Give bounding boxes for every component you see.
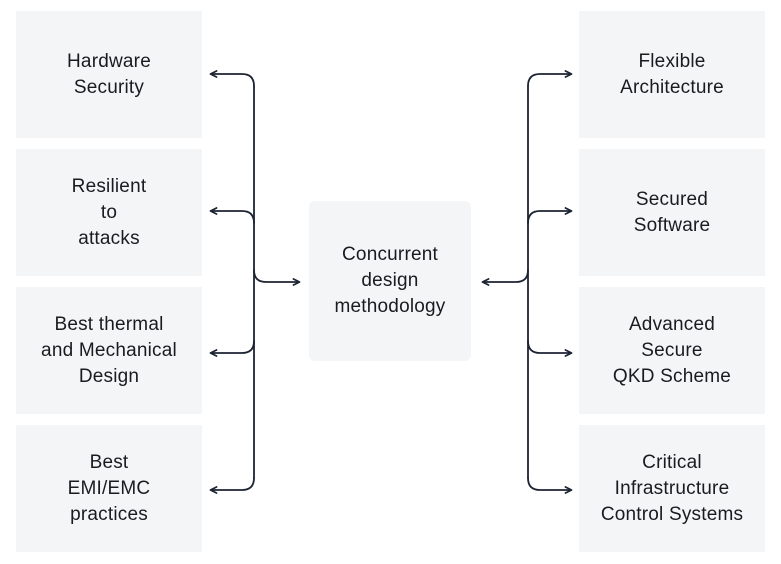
left-box-thermal-mechanical-design: Best thermal and Mechanical Design <box>16 287 202 414</box>
left-box-label: Resilient to attacks <box>71 175 147 249</box>
right-arrow-critical <box>527 477 573 494</box>
left-box-resilient-to-attacks: Resilient to attacks <box>16 149 202 276</box>
left-arrow-resilient <box>209 207 255 224</box>
left-arrow-emi-emc <box>209 477 255 494</box>
right-box-flexible-architecture: Flexible Architecture <box>579 11 765 138</box>
right-box-label: Secured Software <box>633 188 711 236</box>
left-box-label: Best thermal and Mechanical Design <box>41 313 177 387</box>
right-arrow-to-center <box>481 269 529 286</box>
right-box-critical-infrastructure: Critical Infrastructure Control Systems <box>579 425 765 552</box>
left-box-emi-emc-practices: Best EMI/EMC practices <box>16 425 202 552</box>
right-arrow-secured-software <box>527 207 573 224</box>
right-arrow-qkd <box>527 340 573 357</box>
center-box-concurrent-design: Concurrent design methodology <box>309 201 471 361</box>
left-box-hardware-security: Hardware Security <box>16 11 202 138</box>
right-box-label: Flexible Architecture <box>620 50 724 98</box>
right-box-secured-software: Secured Software <box>579 149 765 276</box>
left-arrow-to-center <box>253 269 301 286</box>
left-arrow-hardware-security <box>209 70 255 87</box>
left-box-label: Best EMI/EMC practices <box>67 451 151 525</box>
left-box-label: Hardware Security <box>67 50 151 98</box>
right-arrow-flexible <box>527 70 573 87</box>
right-box-advanced-secure-qkd: Advanced Secure QKD Scheme <box>579 287 765 414</box>
left-arrow-thermal <box>209 340 255 357</box>
right-box-label: Advanced Secure QKD Scheme <box>612 313 732 387</box>
center-box-label: Concurrent design methodology <box>334 244 446 317</box>
right-box-label: Critical Infrastructure Control Systems <box>600 451 744 525</box>
